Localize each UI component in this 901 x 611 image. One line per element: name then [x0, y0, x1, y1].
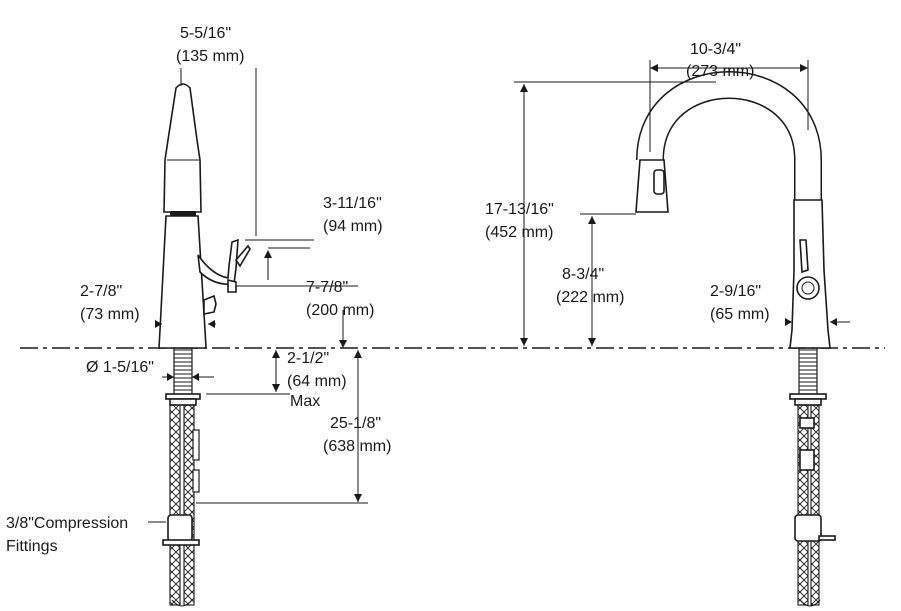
front-view-faucet [635, 71, 836, 607]
side-base-width-imperial: 2-7/8" [80, 283, 122, 300]
handle-height-imperial: 3-11/16" [323, 195, 382, 212]
dimension-labels: 5-5/16" (135 mm) 3-11/16" (94 mm) 7-7/8"… [6, 25, 770, 555]
overall-height-imperial: 17-13/16" [485, 201, 554, 218]
deck-thickness-metric: (64 mm) [287, 373, 347, 390]
overall-height-metric: (452 mm) [485, 224, 553, 241]
side-view-dimensions [148, 68, 368, 523]
front-base-width-imperial: 2-9/16" [710, 283, 761, 300]
deck-thickness-imperial: 2-1/2" [287, 350, 329, 367]
spout-projection-metric: (135 mm) [176, 48, 244, 65]
spout-height-metric: (200 mm) [306, 302, 374, 319]
compression-fittings-line2: Fittings [6, 538, 58, 555]
side-base-width-metric: (73 mm) [80, 306, 140, 323]
spout-projection-imperial: 5-5/16" [180, 25, 231, 42]
compression-fittings-line1: 3/8"Compression [6, 515, 128, 532]
deck-thickness-max: Max [290, 393, 320, 410]
supply-length-metric: (638 mm) [323, 438, 391, 455]
front-view-dimensions [514, 60, 850, 346]
front-base-width-metric: (65 mm) [710, 306, 770, 323]
spray-height-imperial: 8-3/4" [562, 266, 604, 283]
spout-reach-metric: (273 mm) [686, 63, 754, 80]
spray-height-metric: (222 mm) [556, 289, 624, 306]
supply-length-imperial: 25-1/8" [330, 415, 381, 432]
spout-reach-imperial: 10-3/4" [690, 41, 741, 58]
spout-height-imperial: 7-7/8" [306, 279, 348, 296]
side-view-faucet [158, 83, 251, 607]
shank-diameter: Ø 1-5/16" [86, 359, 154, 376]
handle-height-metric: (94 mm) [323, 218, 383, 235]
